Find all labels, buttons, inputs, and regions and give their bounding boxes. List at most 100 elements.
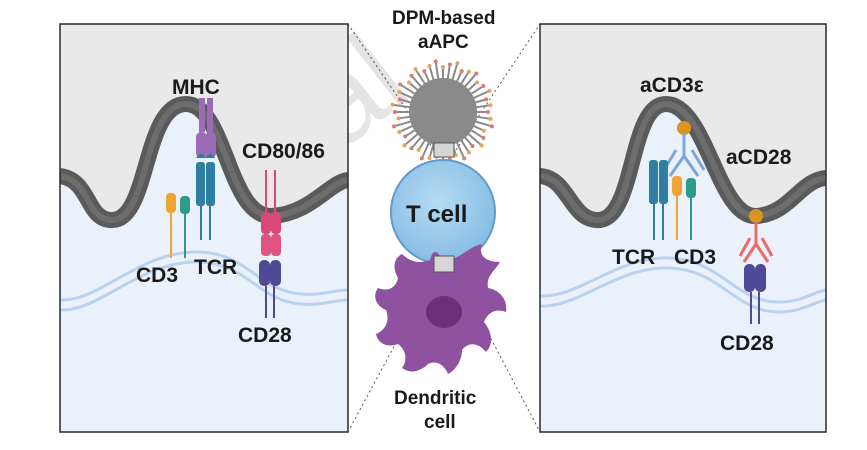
aapc-ligand-dot <box>484 97 489 102</box>
label-acd3e: aCD3ε <box>640 74 704 97</box>
aapc-ligand-dot <box>447 62 452 67</box>
contact-box-aapc <box>433 142 455 158</box>
aapc-particle <box>390 59 494 165</box>
aapc-spike <box>423 71 431 84</box>
right-panel <box>540 24 826 432</box>
aapc-ligand-dot <box>397 129 402 134</box>
aapc-spike <box>455 140 465 158</box>
aapc-spike <box>473 98 486 104</box>
aapc-ligand-dot <box>393 110 397 114</box>
aapc-spike <box>400 98 413 104</box>
label-cell: cell <box>424 412 456 433</box>
label-acd28: aCD28 <box>726 146 792 169</box>
aapc-spike <box>409 82 420 92</box>
aapc-ligand-dot <box>481 135 486 140</box>
left-panel <box>60 24 348 432</box>
aapc-spike <box>451 63 459 82</box>
label-left-cd28: CD28 <box>238 324 292 347</box>
linker-acd3e <box>677 121 691 135</box>
label-cd80-86: CD80/86 <box>242 140 325 163</box>
aapc-spike <box>399 91 415 100</box>
aapc-spike <box>446 65 451 81</box>
aapc-spike <box>428 66 435 82</box>
aapc-spike <box>466 132 482 146</box>
aapc-ligand-dot <box>397 90 402 95</box>
aapc-ligand-dot <box>419 156 424 161</box>
aapc-spike <box>421 140 431 158</box>
aapc-spike <box>399 124 415 133</box>
aapc-ligand-dot <box>433 59 438 64</box>
aapc-ligand-dot <box>403 134 408 139</box>
label-right-cd28: CD28 <box>720 332 774 355</box>
label-tcell: T cell <box>406 201 467 228</box>
aapc-spike <box>400 84 417 96</box>
aapc-ligand-dot <box>488 103 493 108</box>
mhc-molecule <box>196 98 216 158</box>
acd3e-antibody <box>662 134 706 177</box>
aapc-spike <box>428 142 435 158</box>
left-panel-frame <box>59 23 349 433</box>
aapc-ligand-dot <box>475 80 480 85</box>
contact-box-dendritic <box>433 255 455 273</box>
aapc-spike <box>463 135 473 146</box>
aapc-ligand-dot <box>390 102 395 107</box>
aapc-ligand-dot <box>466 69 471 74</box>
right-cd28-molecule <box>744 264 766 324</box>
aapc-spike <box>474 104 490 109</box>
aapc-ligand-dot <box>487 88 492 93</box>
left-tcell-membrane <box>60 250 348 302</box>
aapc-ligand-dot <box>427 156 432 161</box>
aapc-spike <box>469 85 484 96</box>
right-tcr-molecule <box>649 160 668 240</box>
aapc-spike <box>434 62 440 81</box>
aapc-ligand-dot <box>392 124 397 129</box>
aapc-spike <box>455 71 463 84</box>
aapc-spike <box>415 69 427 86</box>
left-cd3-molecule <box>166 193 190 258</box>
right-tcell-membrane <box>540 256 826 304</box>
label-right-cd3: CD3 <box>674 246 716 269</box>
aapc-ligand-dot <box>422 69 427 74</box>
right-aapc-membrane-shine <box>540 100 826 223</box>
cd80-86-molecule <box>261 170 281 256</box>
right-cd3-molecule <box>672 176 696 240</box>
aapc-ligand-dot <box>409 146 414 151</box>
left-apc-membrane-shine <box>60 100 348 223</box>
aapc-spike <box>459 71 470 86</box>
aapc-ligand-dot <box>474 71 479 76</box>
aapc-spike <box>394 120 413 128</box>
aapc-spike <box>469 128 484 139</box>
aapc-ligand-dot <box>481 128 486 133</box>
aapc-spike <box>418 138 427 150</box>
aapc-ligand-dot <box>489 124 494 129</box>
aapc-ligand-dot <box>466 150 471 155</box>
aapc-spike <box>463 73 477 89</box>
aapc-spike <box>411 75 423 89</box>
label-aapc: aAPC <box>418 32 469 53</box>
aapc-spike <box>474 115 490 120</box>
label-right-tcr: TCR <box>612 246 655 269</box>
aapc-spike <box>393 103 412 109</box>
label-left-cd3: CD3 <box>136 264 178 287</box>
aapc-spike <box>471 90 489 100</box>
aapc-spike <box>473 120 492 128</box>
aapc-spike <box>471 124 484 132</box>
aapc-ligand-dot <box>413 67 418 72</box>
dendritic-cell <box>375 244 507 374</box>
right-panel-aapc-region <box>540 24 826 221</box>
aapc-ligand-dot <box>486 110 490 114</box>
aapc-ligand-dot <box>441 65 445 69</box>
aapc-spike <box>411 135 423 149</box>
left-tcr-molecule <box>196 154 215 240</box>
aapc-ligand-dot <box>470 144 475 149</box>
aapc-ligand-dot <box>479 143 484 148</box>
left-tcell-membrane-inner <box>60 260 348 312</box>
linker-acd28 <box>749 209 763 223</box>
label-dendritic: Dendritic <box>394 388 477 409</box>
aapc-spike <box>466 82 477 92</box>
acd28-antibody <box>738 222 774 263</box>
aapc-ligand-dot <box>453 153 458 158</box>
aapc-spike <box>405 128 417 137</box>
aapc-ligand-dot <box>481 84 486 89</box>
label-mhc: MHC <box>172 76 220 99</box>
